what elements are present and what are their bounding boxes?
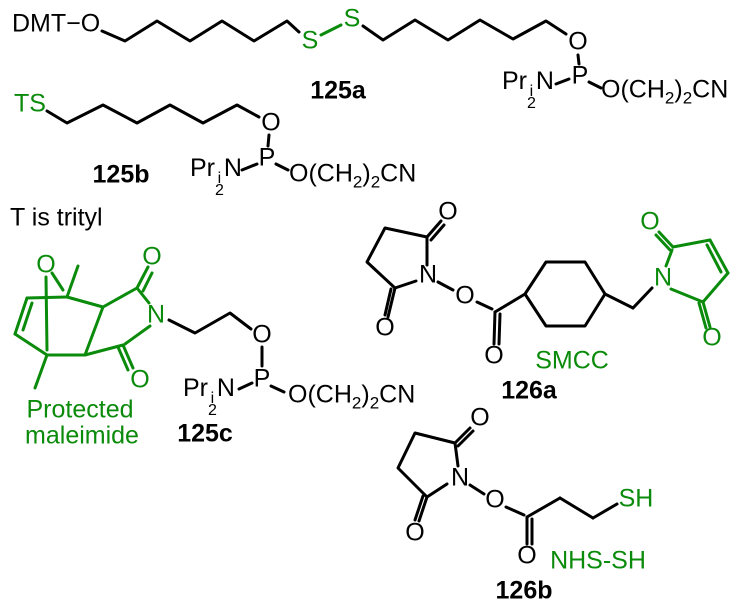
caption-maleimide: maleimide bbox=[25, 421, 139, 450]
label-125b: 125b bbox=[92, 160, 150, 189]
tail-paren: ) bbox=[674, 75, 683, 104]
pr-text: Pr bbox=[183, 374, 208, 402]
atom-o-125b: O bbox=[261, 108, 281, 137]
bonds-125b bbox=[45, 103, 290, 172]
tail-sub: 2 bbox=[664, 88, 675, 108]
atom-s-right-125a: S bbox=[343, 4, 361, 33]
iso-sup: i bbox=[217, 170, 222, 187]
iso-sub: 2 bbox=[208, 402, 217, 419]
bond-s-s-125a bbox=[319, 23, 343, 37]
atom-sh-126b: SH bbox=[618, 484, 654, 513]
tail-cn: CN bbox=[380, 159, 417, 188]
atom-n-126b: N bbox=[450, 463, 470, 492]
atom-s-left-125a: S bbox=[301, 26, 319, 55]
tail-text: O(CH bbox=[601, 75, 665, 104]
tail-cn: CN bbox=[379, 380, 416, 409]
atom-o-chain-125c: O bbox=[252, 320, 272, 349]
trityl-note: T is trityl bbox=[10, 203, 103, 232]
tail-paren: ) bbox=[361, 380, 370, 409]
atom-o-125a: O bbox=[568, 27, 588, 56]
tail-text: O(CH bbox=[289, 159, 353, 188]
atom-o-ester-126a: O bbox=[455, 281, 475, 310]
atom-p-125a: P bbox=[571, 61, 589, 90]
tail-sub: 2 bbox=[369, 393, 380, 413]
n-text: N bbox=[216, 374, 235, 402]
atom-o-bottom-126b: O bbox=[405, 518, 425, 547]
bonds-126a bbox=[365, 219, 654, 346]
n-text: N bbox=[535, 67, 554, 95]
n-text: N bbox=[223, 154, 242, 182]
atom-o-bridge-125c: O bbox=[36, 250, 56, 279]
caption-nhs-sh: NHS-SH bbox=[550, 546, 646, 575]
iso-sup: i bbox=[529, 83, 534, 100]
cyanoethyl-group-125c: O(CH2)2CN bbox=[288, 380, 416, 413]
atom-o-ester-carbonyl-126a: O bbox=[484, 341, 504, 370]
atom-n-126a: N bbox=[418, 260, 438, 289]
iso-sub: 2 bbox=[215, 182, 224, 199]
atom-n-125c: N bbox=[146, 300, 166, 329]
atom-o-bottom-126a: O bbox=[375, 313, 395, 342]
tail-sub: 2 bbox=[370, 172, 381, 192]
atom-p-125c: P bbox=[253, 364, 271, 393]
label-126a: 126a bbox=[501, 376, 557, 405]
caption-protected: Protected bbox=[26, 395, 134, 424]
atom-n-maleimide-126a: N bbox=[653, 263, 673, 292]
cyanoethyl-group-125a: O(CH2)2CN bbox=[601, 75, 729, 108]
tail-sub: 2 bbox=[682, 88, 693, 108]
atom-o-top-125c: O bbox=[142, 242, 162, 271]
atom-o-ester-126b: O bbox=[485, 485, 505, 514]
iso-sup: i bbox=[210, 390, 215, 407]
atom-o-top-126a: O bbox=[438, 197, 458, 226]
pr-text: Pr bbox=[502, 67, 527, 95]
tail-sub: 2 bbox=[352, 172, 363, 192]
label-126b: 126b bbox=[495, 576, 553, 605]
tail-text: O(CH bbox=[288, 380, 352, 409]
atom-o-maleimide-bottom-126a: O bbox=[702, 323, 722, 352]
dmt-o-label: DMT−O bbox=[12, 9, 101, 38]
atom-p-125b: P bbox=[258, 143, 276, 172]
bonds-126b bbox=[396, 426, 619, 546]
pr-text: Pr bbox=[190, 154, 215, 182]
label-125a: 125a bbox=[310, 76, 366, 105]
atom-o-top-126b: O bbox=[470, 403, 490, 432]
atom-o-maleimide-top-126a: O bbox=[640, 207, 660, 236]
cyanoethyl-group-125b: O(CH2)2CN bbox=[289, 159, 417, 192]
atom-o-ester-carbonyl-126b: O bbox=[517, 541, 537, 570]
ts-group-125b: TS bbox=[14, 89, 46, 118]
caption-smcc: SMCC bbox=[535, 346, 609, 375]
atom-o-bottom-125c: O bbox=[130, 365, 150, 394]
label-125c: 125c bbox=[177, 419, 233, 448]
tail-sub: 2 bbox=[351, 393, 362, 413]
tail-paren: ) bbox=[362, 159, 371, 188]
iso-sub: 2 bbox=[527, 95, 536, 112]
tail-cn: CN bbox=[692, 75, 729, 104]
